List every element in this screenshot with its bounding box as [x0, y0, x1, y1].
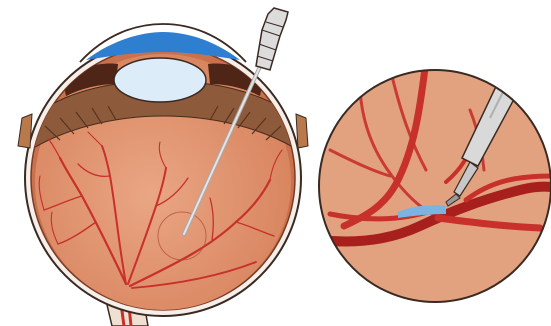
magnified-inset	[0, 0, 551, 326]
retinal-surgery-illustration	[0, 0, 551, 326]
